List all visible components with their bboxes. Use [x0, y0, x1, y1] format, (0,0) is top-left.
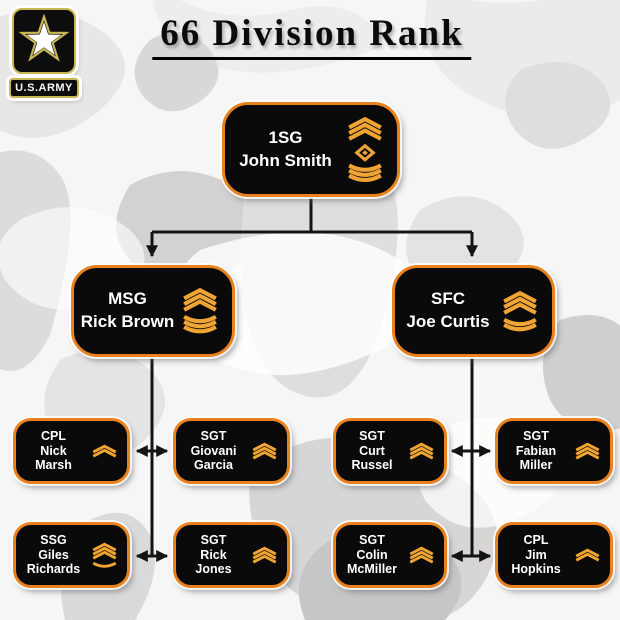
node-rank: SGT — [359, 532, 385, 547]
node-text: 1SG John Smith — [225, 127, 346, 173]
rank-insignia-icon — [409, 546, 434, 564]
node-person-name: John Smith — [239, 150, 332, 170]
node-person-name: Giovani Garcia — [190, 443, 237, 473]
node-person-name: Rick Jones — [195, 547, 232, 577]
node-rank: SGT — [359, 428, 385, 443]
node-rank: CPL — [41, 428, 66, 443]
org-node-mgr-left[interactable]: MSG Rick Brown — [71, 265, 235, 357]
node-rank: 1SG — [268, 127, 303, 147]
army-star-icon — [18, 14, 70, 62]
us-army-logo-label: U.S.ARMY — [9, 78, 79, 98]
node-text: MSG Rick Brown — [74, 288, 181, 334]
us-army-logo-text: U.S.ARMY — [15, 82, 73, 94]
rank-insignia-icon — [252, 442, 277, 460]
us-army-logo — [12, 8, 76, 74]
node-text: SFC Joe Curtis — [395, 288, 501, 334]
node-person-name: Jim Hopkins — [511, 547, 561, 577]
rank-insignia-icon — [575, 548, 600, 562]
node-person-name: Fabian Miller — [515, 443, 557, 473]
org-node-mgr-right[interactable]: SFC Joe Curtis — [392, 265, 555, 357]
rank-insignia-icon — [183, 288, 217, 334]
page-title: 66 Division Rank — [152, 12, 472, 60]
node-person-name: Giles Richards — [26, 547, 81, 577]
node-rank: MSG — [108, 289, 147, 309]
node-person-name: Rick Brown — [80, 312, 175, 331]
org-node-root[interactable]: 1SG John Smith — [222, 102, 400, 197]
node-rank: CPL — [523, 532, 549, 547]
rank-insignia-icon — [409, 442, 434, 460]
rank-insignia-icon — [252, 546, 277, 564]
rank-insignia-icon — [348, 116, 382, 182]
node-rank: SSG — [40, 532, 67, 547]
node-person-name: Curt Russel — [351, 443, 393, 473]
node-person-name: Colin McMiller — [346, 547, 397, 577]
node-person-name: Nick Marsh — [35, 443, 72, 473]
node-rank: SGT — [523, 428, 549, 443]
node-rank: SGT — [200, 428, 227, 443]
rank-insignia-icon — [92, 542, 117, 568]
rank-insignia-icon — [92, 444, 117, 458]
node-rank: SGT — [200, 532, 227, 547]
rank-insignia-icon — [503, 290, 537, 332]
rank-insignia-icon — [575, 442, 600, 460]
node-rank: SFC — [431, 289, 465, 309]
node-person-name: Joe Curtis — [406, 312, 490, 331]
